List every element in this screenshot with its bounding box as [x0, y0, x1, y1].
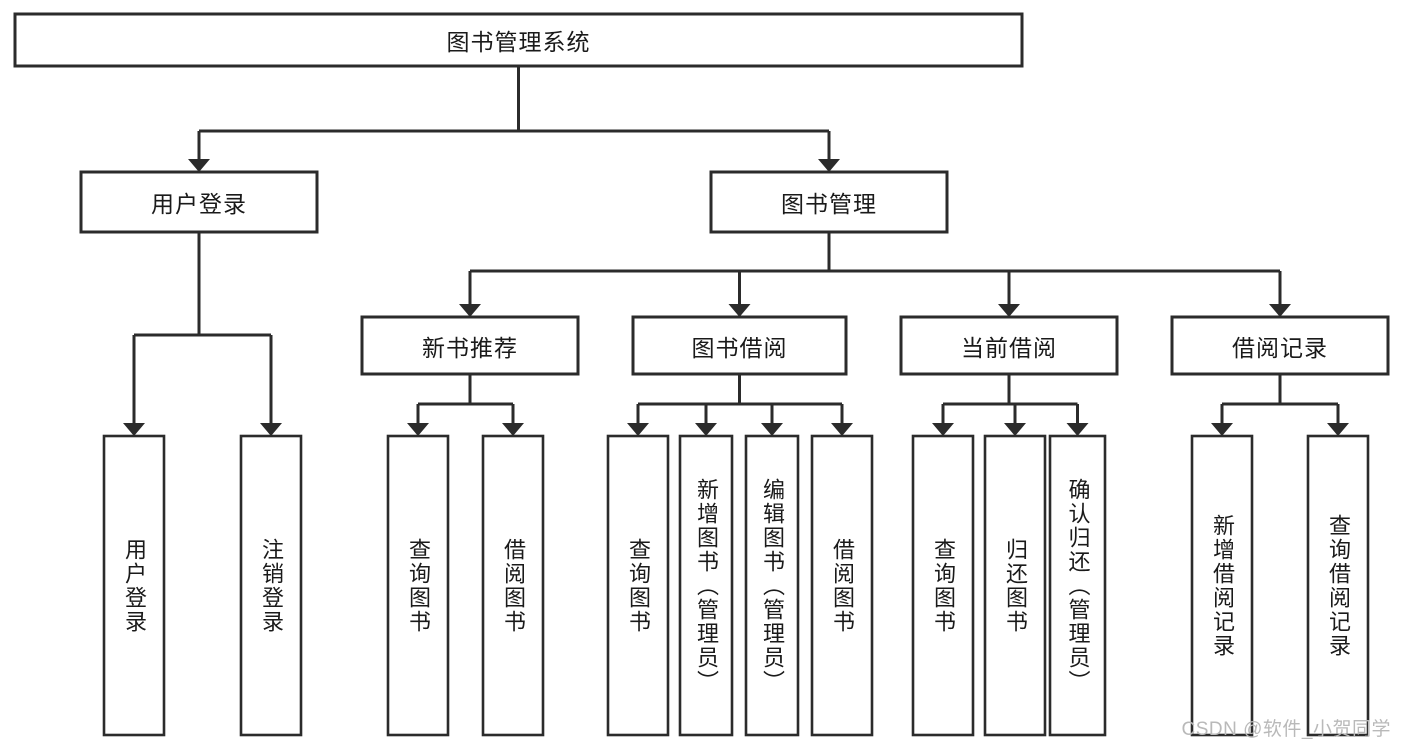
connector-root-to-book-management-head: [818, 159, 840, 172]
connector-borrow-record-to-leaf-query-borrow-record-head: [1327, 423, 1349, 436]
node-box-leaf-add-borrow-record[interactable]: [1190, 434, 1254, 737]
node-box-layer: [13, 12, 1390, 737]
node-box-leaf-query-borrow-record[interactable]: [1306, 434, 1370, 737]
connector-current-borrow-to-leaf-return-book-head: [1004, 423, 1026, 436]
connector-current-borrow-to-leaf-confirm-return-head: [1066, 423, 1089, 436]
node-box-book-management[interactable]: [709, 170, 949, 234]
node-box-leaf-query-book-current[interactable]: [911, 434, 975, 737]
connector-book-borrow-to-leaf-add-book-head: [695, 423, 717, 436]
connector-user-login-to-leaf-logout-login-head: [260, 423, 282, 436]
node-box-leaf-edit-book[interactable]: [744, 434, 800, 737]
node-box-book-borrow[interactable]: [631, 315, 848, 376]
connector-layer: [123, 66, 1349, 436]
watermark-text: CSDN @软件_小贺同学: [1181, 719, 1391, 740]
connector-new-book-recommend-to-leaf-query-book-recommend-head: [407, 423, 429, 436]
node-box-leaf-user-login[interactable]: [102, 434, 166, 737]
node-box-leaf-logout-login[interactable]: [239, 434, 303, 737]
connector-book-borrow-to-leaf-borrow-book-head: [831, 423, 853, 436]
connector-book-management-to-new-book-recommend-head: [459, 304, 481, 317]
node-box-new-book-recommend[interactable]: [360, 315, 580, 376]
node-box-leaf-confirm-return[interactable]: [1048, 434, 1107, 737]
connector-book-management-to-current-borrow-head: [998, 304, 1020, 317]
node-box-current-borrow[interactable]: [899, 315, 1119, 376]
connector-book-borrow-to-leaf-edit-book-head: [761, 423, 783, 436]
node-box-borrow-record[interactable]: [1170, 315, 1390, 376]
connector-root-to-user-login-head: [188, 159, 210, 172]
node-box-user-login[interactable]: [79, 170, 319, 234]
connector-user-login-to-leaf-user-login-head: [123, 423, 145, 436]
connector-new-book-recommend-to-leaf-borrow-book-recommend-head: [502, 423, 524, 436]
connector-book-management-to-book-borrow-head: [728, 304, 751, 317]
node-box-leaf-query-book-recommend[interactable]: [386, 434, 450, 737]
connector-borrow-record-to-leaf-add-borrow-record-head: [1211, 423, 1233, 436]
node-box-leaf-return-book[interactable]: [983, 434, 1047, 737]
node-box-leaf-query-book-borrow[interactable]: [606, 434, 670, 737]
node-box-leaf-borrow-book[interactable]: [810, 434, 874, 737]
connector-current-borrow-to-leaf-query-book-current-head: [932, 423, 954, 436]
node-box-root[interactable]: [13, 12, 1024, 68]
connector-book-borrow-to-leaf-query-book-borrow-head: [627, 423, 649, 436]
connector-book-management-to-borrow-record-head: [1269, 304, 1291, 317]
node-box-leaf-borrow-book-recommend[interactable]: [481, 434, 545, 737]
node-box-leaf-add-book[interactable]: [678, 434, 734, 737]
